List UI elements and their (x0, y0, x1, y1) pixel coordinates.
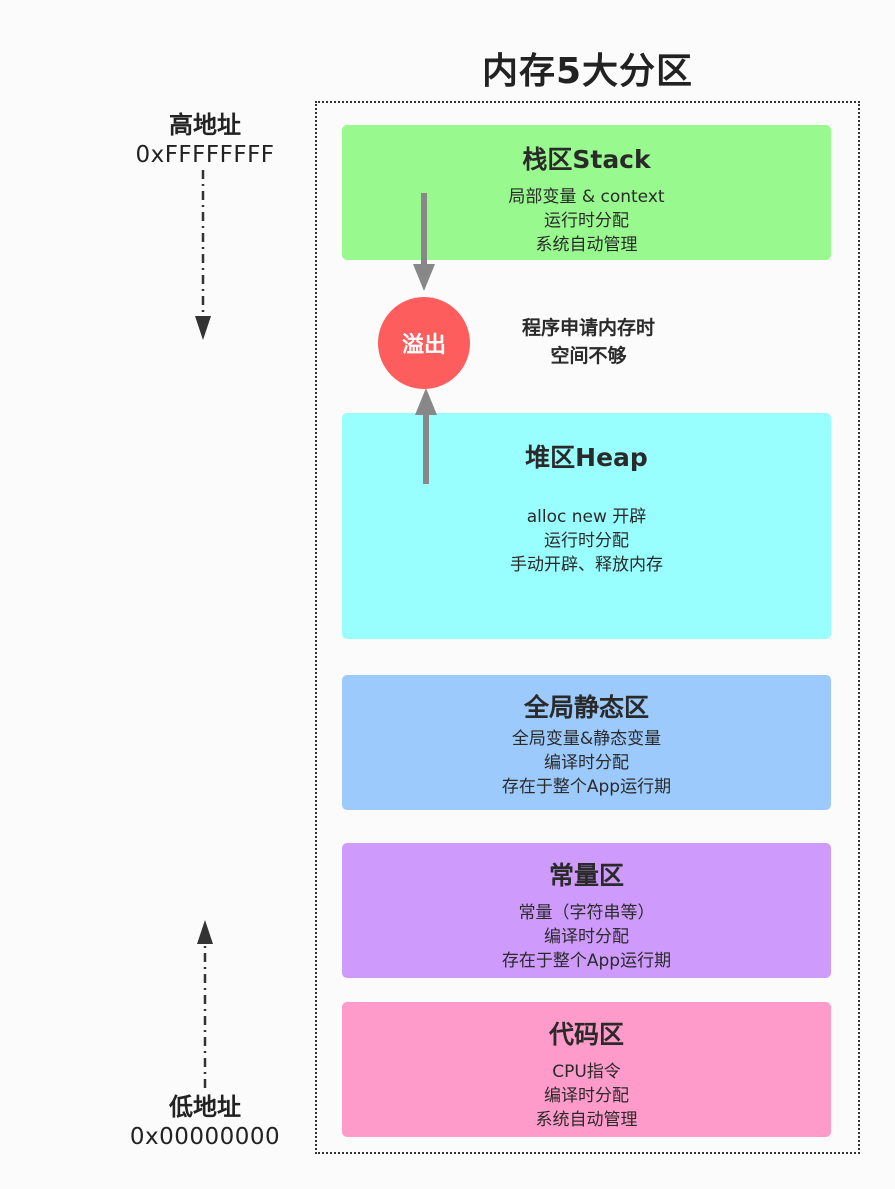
region-stack-line: 系统自动管理 (535, 235, 638, 255)
region-global-static: 全局静态区 全局变量&静态变量 编译时分配 存在于整个App运行期 (342, 675, 831, 810)
region-global-static-line: 全局变量&静态变量 (511, 729, 662, 749)
region-heap-line: alloc new 开辟 (526, 507, 647, 527)
region-heap-line: 运行时分配 (544, 531, 629, 551)
region-global-static-name: 全局静态区 (523, 693, 649, 722)
region-constant-line: 常量（字符串等） (518, 903, 655, 923)
high-address-value: 0xFFFFFFFF (135, 142, 275, 168)
region-heap-name: 堆区Heap (525, 443, 648, 472)
region-constant-line: 存在于整个App运行期 (501, 951, 672, 971)
region-global-static-line: 存在于整个App运行期 (501, 777, 672, 797)
low-address-value: 0x00000000 (129, 1124, 281, 1150)
diagram-title: 内存5大分区 (481, 51, 694, 92)
region-stack: 栈区Stack 局部变量 & context 运行时分配 系统自动管理 (342, 125, 831, 260)
low-address-up-arrow-icon (197, 920, 213, 1088)
region-heap-line: 手动开辟、释放内存 (510, 555, 663, 575)
region-stack-line: 运行时分配 (544, 211, 629, 231)
region-code-line: CPU指令 (552, 1062, 621, 1082)
region-code-line: 系统自动管理 (535, 1110, 638, 1130)
low-address: 低地址 0x00000000 (90, 1092, 320, 1152)
region-constant: 常量区 常量（字符串等） 编译时分配 存在于整个App运行期 (342, 843, 831, 978)
region-constant-name: 常量区 (548, 861, 624, 890)
overflow-note: 程序申请内存时 空间不够 (496, 314, 681, 370)
region-constant-line: 编译时分配 (544, 927, 629, 947)
region-stack-line: 局部变量 & context (508, 187, 665, 207)
region-code-name: 代码区 (548, 1020, 624, 1049)
region-code-line: 编译时分配 (544, 1086, 629, 1106)
overflow-note-line: 程序申请内存时 (521, 317, 655, 339)
high-address: 高地址 0xFFFFFFFF (90, 110, 320, 170)
region-stack-name: 栈区Stack (522, 145, 651, 174)
low-address-label: 低地址 (169, 1093, 241, 1121)
region-code: 代码区 CPU指令 编译时分配 系统自动管理 (342, 1002, 831, 1137)
high-address-down-arrow-icon (195, 170, 211, 340)
high-address-label: 高地址 (169, 111, 241, 139)
overflow-note-line: 空间不够 (550, 345, 627, 367)
region-heap: 堆区Heap alloc new 开辟 运行时分配 手动开辟、释放内存 (342, 413, 831, 639)
memory-frame (315, 101, 860, 1154)
overflow-badge: 溢出 (378, 297, 470, 389)
overflow-label: 溢出 (401, 333, 446, 358)
region-global-static-line: 编译时分配 (544, 753, 629, 773)
